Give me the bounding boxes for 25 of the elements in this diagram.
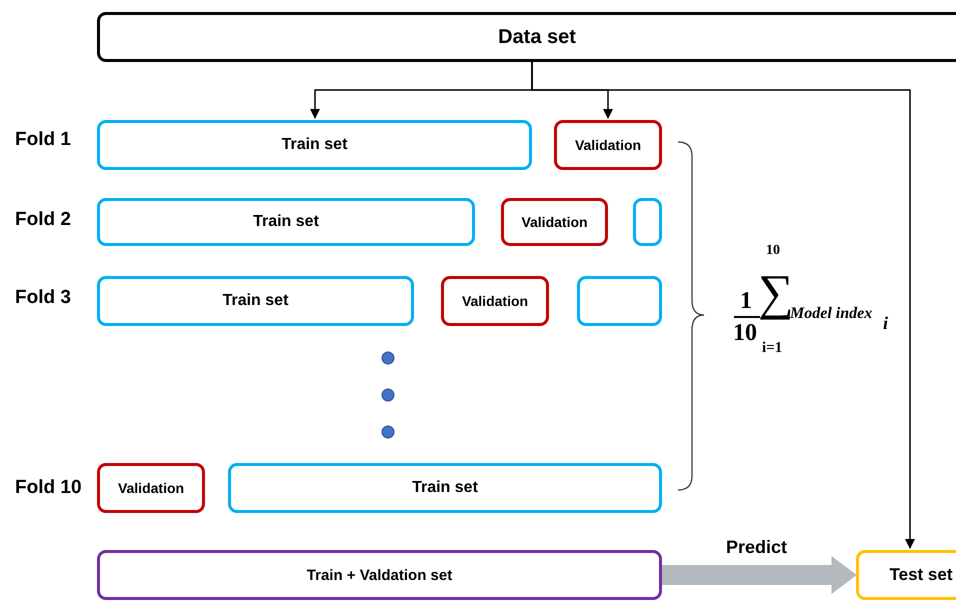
empty-segment-box (633, 198, 662, 246)
fold-label: Fold 2 (15, 210, 71, 231)
train-box: Train set (97, 276, 414, 326)
test-box: Test set (856, 550, 956, 600)
sum-lower-limit: i=1 (762, 340, 782, 356)
validation-box: Validation (441, 276, 549, 326)
sum-upper-limit: 10 (766, 243, 780, 258)
combined-set-box: Train + Valdation set (97, 550, 662, 600)
formula-term: Model index (790, 305, 872, 323)
train-box: Train set (228, 463, 662, 513)
train-box: Train set (97, 198, 475, 246)
arrow (531, 62, 915, 549)
title-box: Data set (97, 12, 956, 62)
fold-label: Fold 10 (15, 478, 82, 499)
validation-box: Validation (97, 463, 205, 513)
empty-segment-box (577, 276, 662, 326)
fraction-numerator: 1 (740, 288, 752, 314)
block-arrow (662, 556, 857, 594)
train-box: Train set (97, 120, 532, 170)
fold-label: Fold 3 (15, 288, 71, 309)
formula-subscript: i (883, 314, 888, 334)
fraction-denominator: 10 (733, 320, 757, 346)
fold-label: Fold 1 (15, 130, 71, 151)
validation-box: Validation (501, 198, 608, 246)
validation-box: Validation (554, 120, 662, 170)
